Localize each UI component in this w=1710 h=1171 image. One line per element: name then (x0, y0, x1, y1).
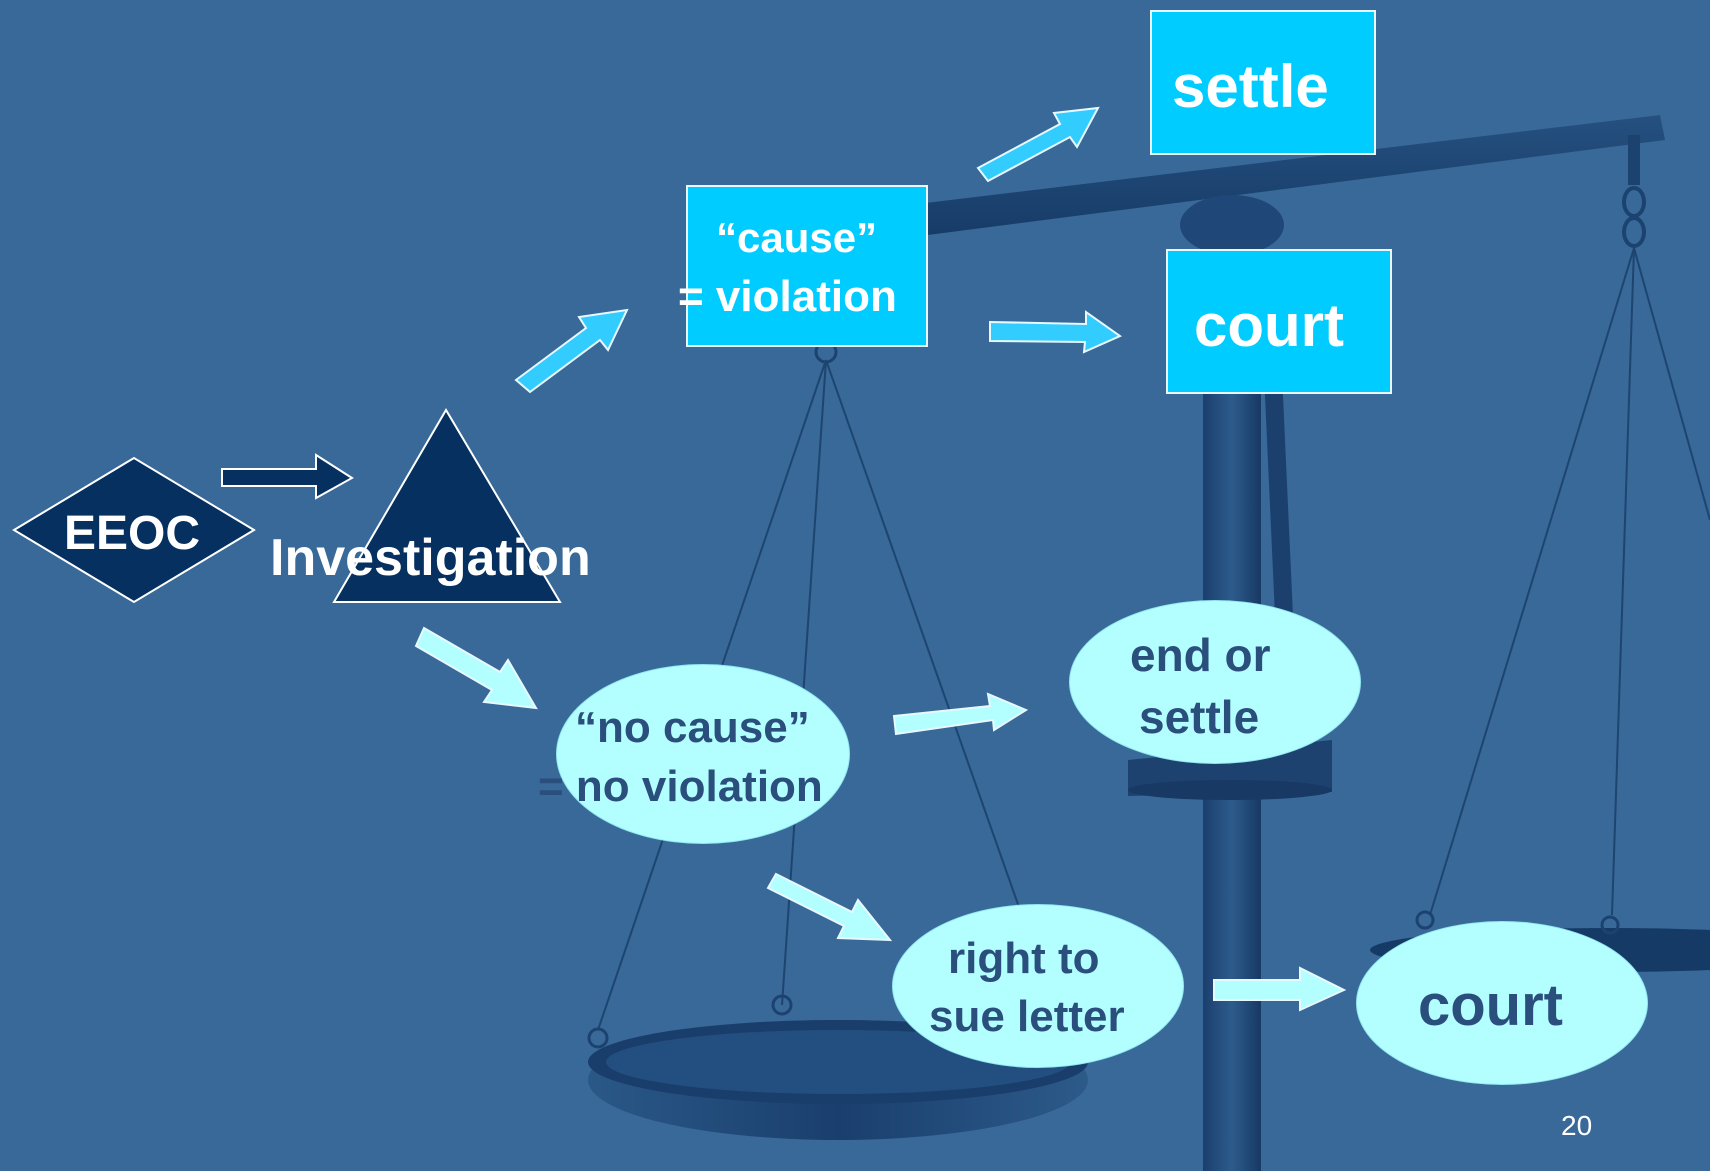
eeoc-label: EEOC (64, 507, 201, 560)
investigation-triangle (332, 408, 562, 603)
arrow-eeoc-to-investigation (221, 453, 354, 500)
arrow-to-right-to-sue (766, 872, 893, 942)
arrow-to-court-bottom (1213, 966, 1347, 1012)
settle-label: settle (1172, 53, 1329, 120)
eeoc-diamond (12, 456, 256, 604)
right-to-sue-ellipse (893, 905, 1183, 1067)
end-or-settle-label-line1: end or (1130, 629, 1271, 681)
page-number: 20 (1561, 1110, 1593, 1141)
court-bottom-ellipse (1357, 922, 1647, 1084)
right-to-sue-label-line2: sue letter (929, 992, 1125, 1041)
arrow-to-court-top (989, 310, 1123, 354)
arrow-to-settle (976, 106, 1100, 183)
arrow-to-cause (514, 308, 629, 394)
investigation-label: Investigation (270, 529, 591, 587)
cause-box (686, 185, 928, 347)
no-cause-label-line2: = no violation (538, 762, 823, 811)
settle-box (1150, 10, 1376, 155)
court-top-box (1166, 249, 1392, 394)
end-or-settle-ellipse (1070, 601, 1360, 763)
court-top-label: court (1194, 292, 1344, 359)
end-or-settle-label-line2: settle (1139, 691, 1260, 743)
arrow-to-no-cause (414, 626, 538, 710)
no-cause-label-line1: “no cause” (575, 703, 810, 752)
no-cause-ellipse (557, 665, 849, 843)
right-to-sue-label-line1: right to (948, 934, 1100, 983)
court-bottom-label: court (1418, 973, 1563, 1038)
cause-label-line1: “cause” (716, 214, 878, 261)
cause-label-line2: = violation (678, 272, 897, 321)
arrow-to-end-or-settle (892, 692, 1029, 736)
